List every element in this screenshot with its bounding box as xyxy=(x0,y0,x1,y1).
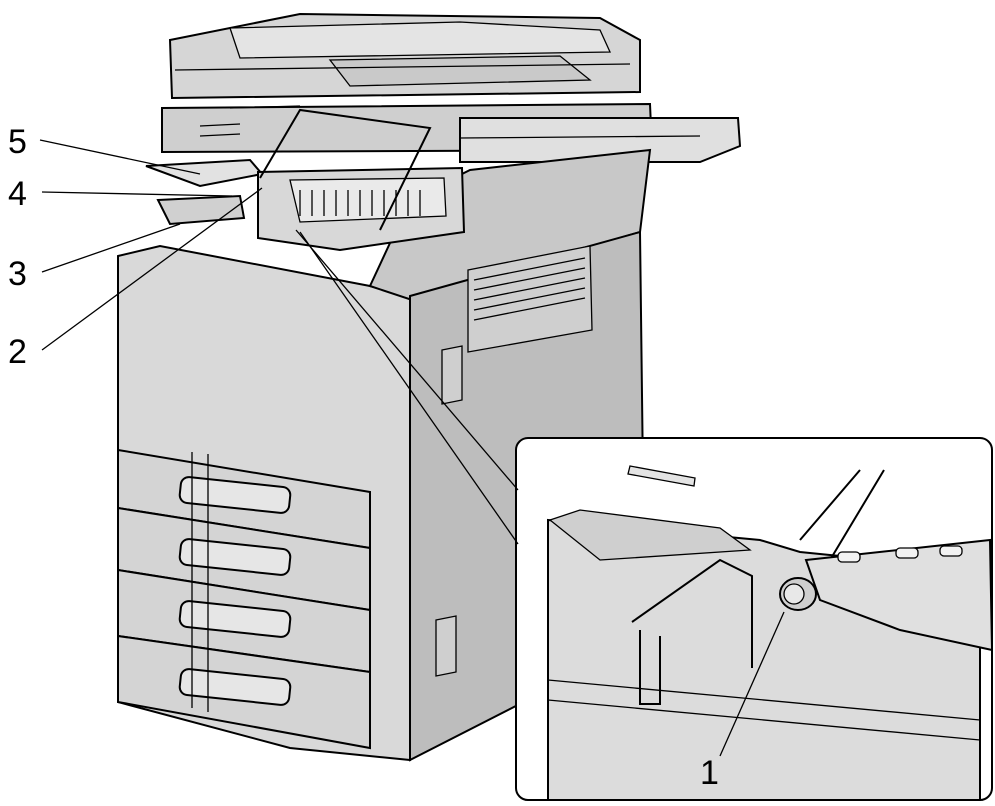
callout-4: 4 xyxy=(8,175,27,213)
callout-3: 3 xyxy=(8,255,27,293)
callout-1: 1 xyxy=(700,754,719,792)
paper-drawers xyxy=(117,448,371,750)
leader-line-3 xyxy=(41,223,181,273)
callout-2: 2 xyxy=(8,333,27,371)
leader-lines xyxy=(39,139,785,757)
leader-line-4 xyxy=(41,191,233,197)
vent-grille xyxy=(467,245,593,353)
exit-tray xyxy=(459,117,742,163)
finisher-unit xyxy=(145,108,466,252)
detail-inset xyxy=(515,437,994,801)
callout-5: 5 xyxy=(8,123,27,161)
zoom-lines xyxy=(295,229,519,545)
adjustment-knob xyxy=(779,577,817,611)
leader-line-2 xyxy=(41,187,263,351)
leader-line-5 xyxy=(39,139,201,175)
leader-line-1 xyxy=(719,611,785,757)
inset-drawing xyxy=(547,465,994,801)
callout-labels: 5 4 3 2 1 xyxy=(8,123,719,792)
